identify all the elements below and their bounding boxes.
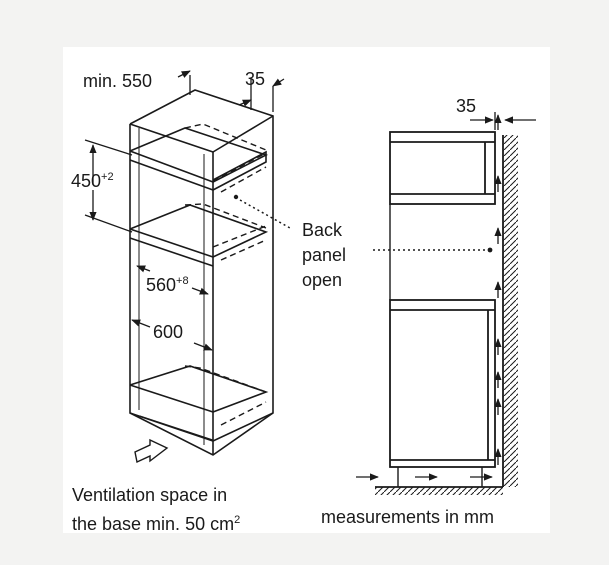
dim-600: 600 (153, 322, 184, 342)
back-panel-leaders (233, 194, 291, 229)
back-panel-label: Back panel open (302, 218, 346, 293)
dim-35-left: 35 (245, 69, 266, 89)
dim-450: 450+2 (71, 171, 114, 191)
ventilation-arrow (134, 438, 169, 464)
cabinet-isometric (129, 89, 274, 456)
dim-35-right: 35 (456, 96, 477, 116)
lower-shelf (129, 365, 269, 413)
units-caption: measurements in mm (321, 507, 495, 527)
dim-min-550: min. 550 (83, 71, 153, 91)
back-panel-line2: panel (302, 245, 347, 265)
dim-450-tol: +2 (101, 171, 114, 183)
upper-unit (389, 131, 496, 205)
right-dimension (470, 112, 536, 130)
dim-450-value: 450 (71, 171, 102, 191)
ventilation-caption: Ventilation space in the base min. 50 cm… (72, 483, 240, 537)
ventilation-line2-text: the base min. 50 cm (72, 514, 235, 534)
airflow-arrows (356, 114, 502, 481)
lower-unit (389, 299, 496, 468)
cabinet-base (129, 412, 274, 442)
back-panel-outline (184, 123, 267, 426)
back-panel-leader-right (373, 247, 493, 253)
ventilation-line1: Ventilation space in (72, 485, 228, 505)
ventilation-sup: 2 (234, 514, 241, 526)
left-dimensions (84, 70, 285, 351)
dim-560: 560+8 (146, 275, 189, 295)
back-panel-line1: Back (302, 220, 343, 240)
side-section (375, 131, 518, 495)
floor-hatch (375, 487, 503, 495)
wall-hatch (503, 135, 518, 487)
dim-560-tol: +8 (176, 275, 189, 287)
upper-shelf (129, 127, 269, 183)
ventilation-line2: the base min. 50 cm2 (72, 508, 240, 537)
niche-top (212, 150, 267, 191)
back-panel-line3: open (302, 270, 343, 290)
dim-560-value: 560 (146, 275, 177, 295)
middle-shelf (129, 204, 269, 258)
